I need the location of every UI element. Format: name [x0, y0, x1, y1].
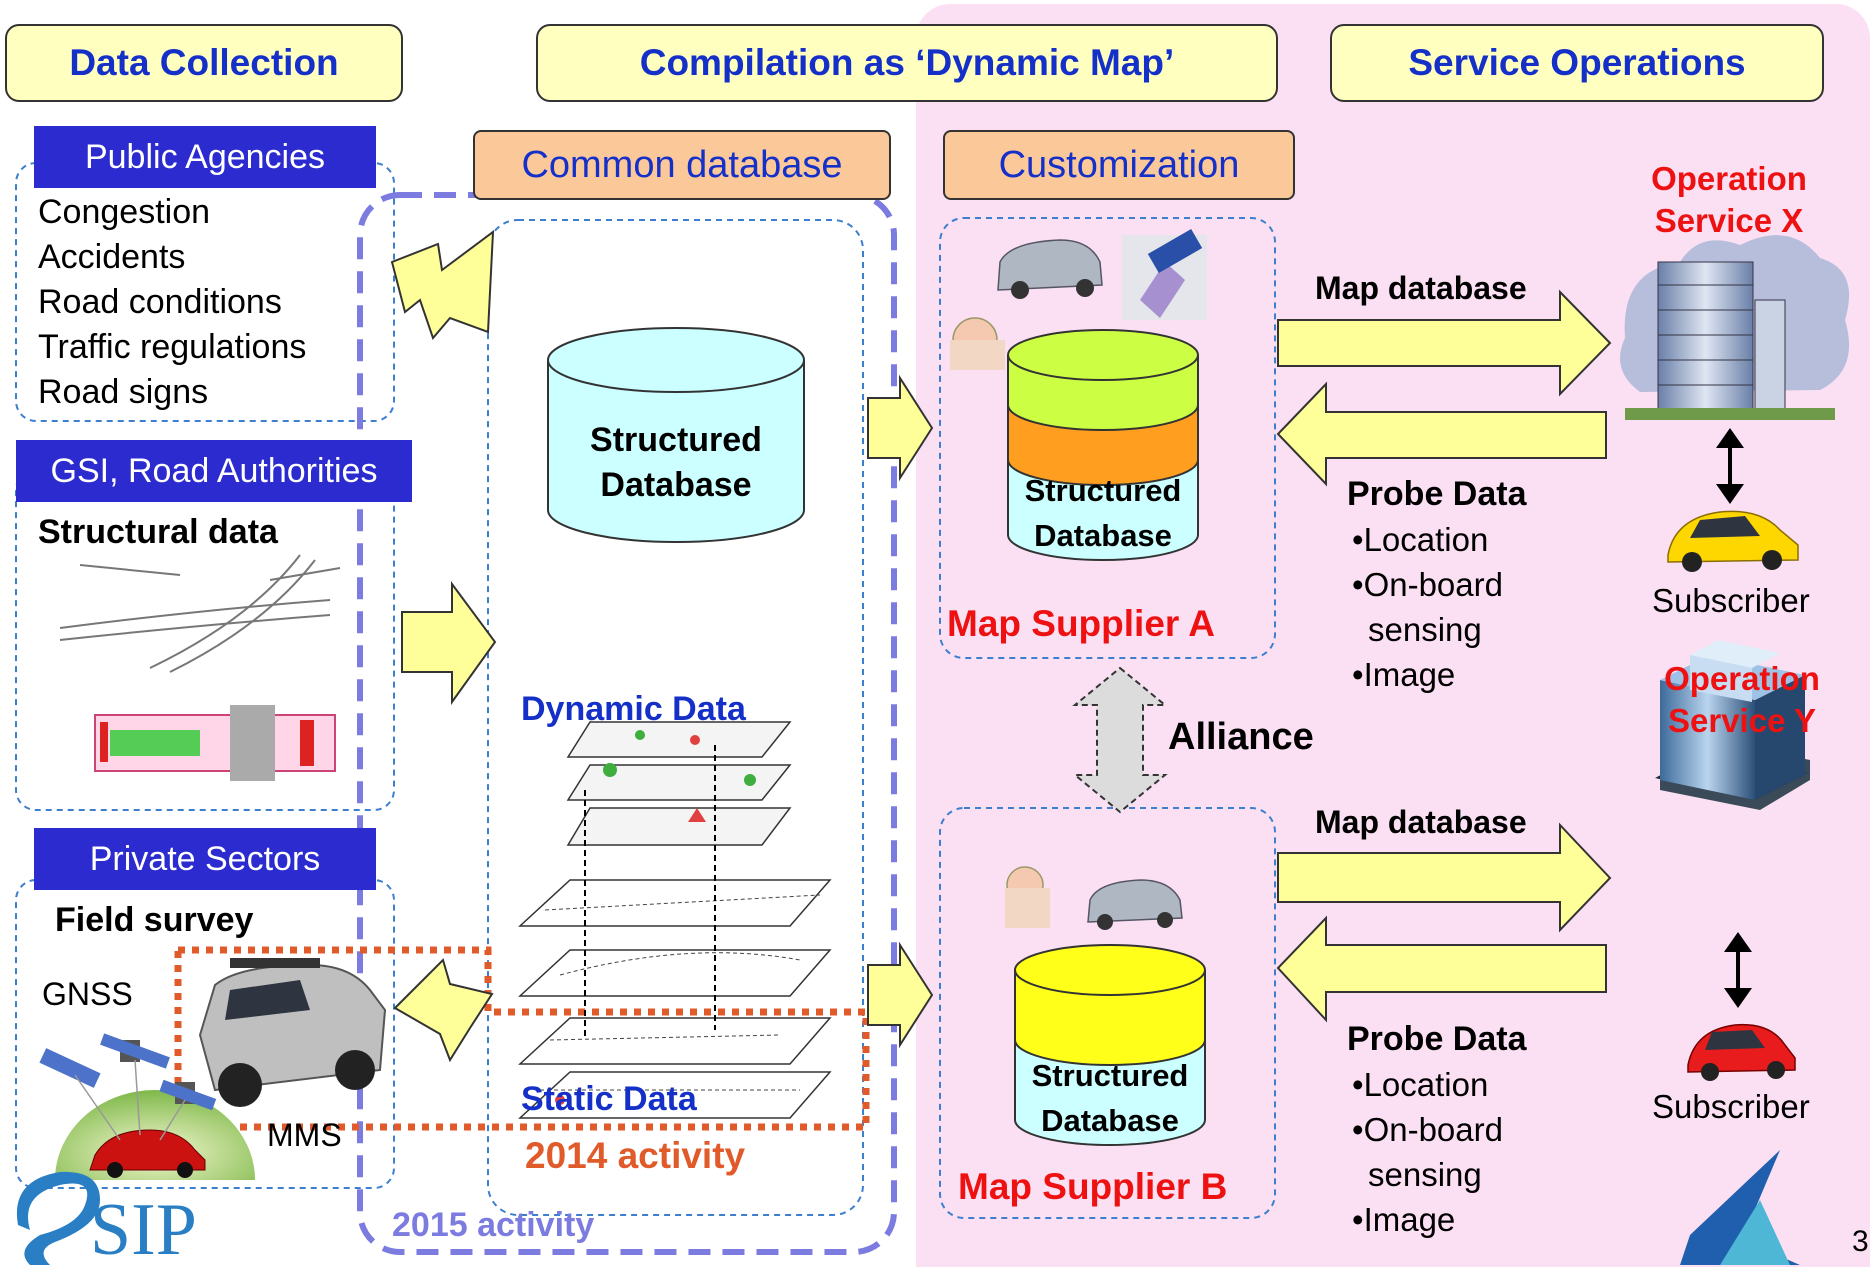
map-supplier-b-label: Map Supplier B [958, 1166, 1228, 1207]
cylinder-line-2: Database [600, 466, 752, 504]
subscriber-top-label: Subscriber [1652, 582, 1810, 619]
list-item: •Image [1352, 1201, 1456, 1238]
service-x-line-1: Operation [1651, 160, 1807, 197]
field-survey-label: Field survey [55, 901, 254, 939]
service-y-line-2: Service Y [1667, 702, 1817, 739]
private-sectors-tag: Private Sectors [34, 828, 376, 890]
operation-service-y-label: Operation Service Y [1633, 658, 1851, 742]
structural-data-label: Structural data [38, 513, 278, 551]
map-supplier-a-label: Map Supplier A [947, 603, 1215, 644]
db-line-2: Database [1041, 1103, 1179, 1138]
list-item: sensing [1368, 611, 1482, 648]
list-item: •On-board [1352, 1111, 1503, 1148]
customization-tag: Customization [943, 130, 1295, 200]
static-data-label: Static Data [521, 1080, 697, 1118]
header-data-collection: Data Collection [5, 24, 403, 102]
probe-data-top-list: •Location •On-board sensing •Image [1352, 517, 1503, 697]
subscriber-bottom-label: Subscriber [1652, 1088, 1810, 1125]
list-item: Congestion [38, 193, 211, 231]
db-line-2: Database [1034, 518, 1172, 553]
operation-service-x-label: Operation Service X [1620, 158, 1838, 242]
map-database-bottom-label: Map database [1315, 804, 1527, 840]
list-item: Accidents [38, 238, 186, 276]
list-item: Traffic regulations [38, 328, 307, 366]
list-item: Road signs [38, 373, 209, 411]
header-service-operations: Service Operations [1330, 24, 1824, 102]
list-item: •Location [1352, 1066, 1489, 1103]
probe-data-top-label: Probe Data [1347, 475, 1527, 513]
db-line-1: Structured [1024, 473, 1182, 508]
map-database-top-label: Map database [1315, 270, 1527, 306]
dynamic-data-label: Dynamic Data [521, 690, 746, 728]
sip-logo: SIP [90, 1189, 197, 1271]
list-item: sensing [1368, 1156, 1482, 1193]
structured-database-label: Structured Database [548, 418, 804, 508]
gsi-tag: GSI, Road Authorities [16, 440, 412, 502]
public-agencies-tag: Public Agencies [34, 126, 376, 188]
cylinder-line-1: Structured [590, 421, 762, 459]
list-item: •On-board [1352, 566, 1503, 603]
list-item: •Location [1352, 521, 1489, 558]
service-y-line-1: Operation [1664, 660, 1820, 697]
header-compilation: Compilation as ‘Dynamic Map’ [536, 24, 1278, 102]
service-x-line-2: Service X [1654, 202, 1804, 239]
supplier-a-db-label: Structured Database [1008, 468, 1198, 558]
activity-2015-label: 2015 activity [392, 1206, 595, 1244]
activity-2014-label: 2014 activity [525, 1135, 746, 1176]
db-line-1: Structured [1031, 1058, 1189, 1093]
probe-data-bottom-list: •Location •On-board sensing •Image [1352, 1062, 1503, 1242]
list-item: •Image [1352, 656, 1456, 693]
probe-data-bottom-label: Probe Data [1347, 1020, 1527, 1058]
common-database-tag: Common database [473, 130, 891, 200]
page-number: 3 [1852, 1225, 1869, 1258]
list-item: Road conditions [38, 283, 282, 321]
mms-label: MMS [267, 1117, 342, 1153]
public-agencies-list: Congestion Accidents Road conditions Tra… [38, 190, 306, 415]
gnss-label: GNSS [42, 976, 133, 1012]
supplier-b-db-label: Structured Database [1015, 1053, 1205, 1143]
alliance-label: Alliance [1168, 716, 1314, 758]
